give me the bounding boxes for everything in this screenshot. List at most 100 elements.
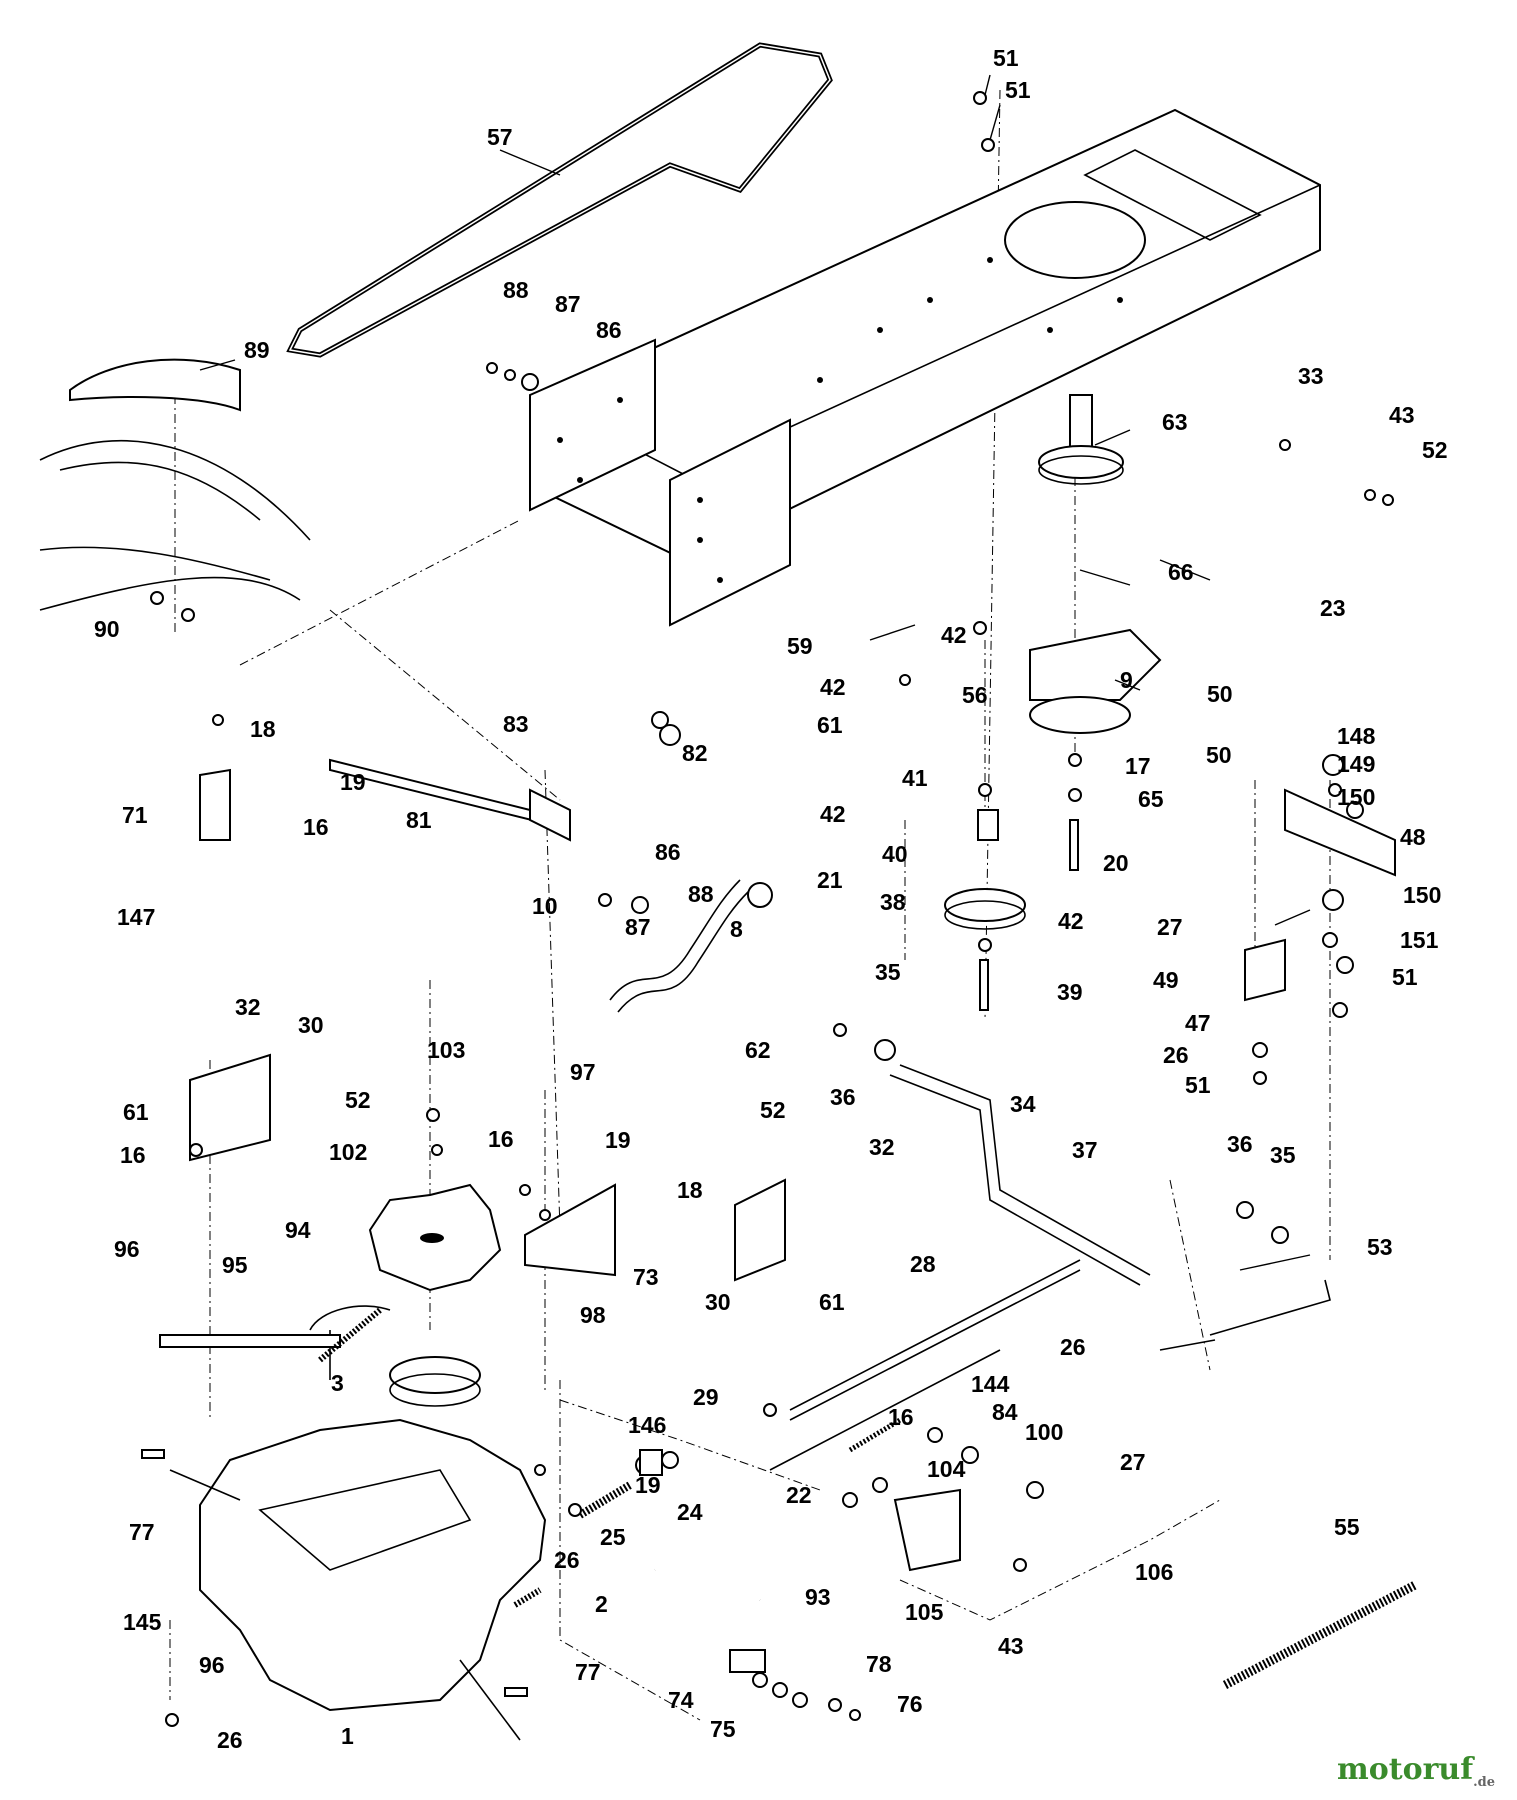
part-label-16: 16 (120, 1142, 146, 1168)
part-label-89: 89 (244, 337, 270, 363)
part-label-97: 97 (570, 1059, 596, 1085)
hardware (141, 91, 1394, 1727)
belt-part-57 (286, 42, 833, 358)
part-label-106: 106 (1135, 1559, 1173, 1585)
part-label-57: 57 (487, 124, 513, 150)
part-label-74: 74 (668, 1687, 694, 1713)
part-label-71: 71 (122, 802, 148, 828)
part-label-32: 32 (235, 994, 261, 1020)
part-label-19: 19 (340, 769, 366, 795)
watermark-logo: motoruf.de (1337, 1752, 1495, 1790)
part-label-50: 50 (1206, 742, 1232, 768)
part-label-147: 147 (117, 904, 155, 930)
part-label-81: 81 (406, 807, 432, 833)
part-label-3: 3 (331, 1370, 344, 1396)
part-label-55: 55 (1334, 1514, 1360, 1540)
part-label-21: 21 (817, 867, 843, 893)
part-label-9: 9 (1120, 667, 1133, 693)
part-label-145: 145 (123, 1609, 162, 1635)
part-label-53: 53 (1367, 1234, 1393, 1260)
part-label-86: 86 (655, 839, 681, 865)
part-label-66: 66 (1168, 559, 1194, 585)
part-label-144: 144 (971, 1371, 1010, 1397)
part-label-38: 38 (880, 889, 906, 915)
part-label-77: 77 (129, 1519, 155, 1545)
part-label-86: 86 (596, 317, 622, 343)
part-label-52: 52 (1422, 437, 1448, 463)
part-label-84: 84 (992, 1399, 1018, 1425)
part-label-23: 23 (1320, 595, 1346, 621)
part-label-75: 75 (710, 1716, 736, 1742)
part-label-41: 41 (902, 765, 928, 791)
part-label-36: 36 (1227, 1131, 1253, 1157)
part-label-26: 26 (554, 1547, 580, 1573)
part-label-51: 51 (1392, 964, 1418, 990)
part-label-104: 104 (927, 1456, 966, 1482)
part-label-26: 26 (1163, 1042, 1189, 1068)
part-label-62: 62 (745, 1037, 771, 1063)
part-label-24: 24 (677, 1499, 703, 1525)
part-label-1: 1 (341, 1723, 354, 1749)
part-label-16: 16 (488, 1126, 514, 1152)
part-label-43: 43 (1389, 402, 1415, 428)
part-label-32: 32 (869, 1134, 895, 1160)
part-label-34: 34 (1010, 1091, 1036, 1117)
part-label-88: 88 (688, 881, 714, 907)
part-label-102: 102 (329, 1139, 367, 1165)
leader-lines (199, 74, 1311, 1351)
part-label-87: 87 (555, 291, 581, 317)
part-label-150: 150 (1403, 882, 1441, 908)
part-label-146: 146 (628, 1412, 666, 1438)
part-label-49: 49 (1153, 967, 1179, 993)
part-label-43: 43 (998, 1633, 1024, 1659)
part-label-63: 63 (1162, 409, 1188, 435)
part-label-47: 47 (1185, 1010, 1211, 1036)
part-label-20: 20 (1103, 850, 1129, 876)
pulley-stack (944, 394, 1162, 1011)
part-label-19: 19 (635, 1472, 661, 1498)
part-label-17: 17 (1125, 753, 1151, 779)
part-label-151: 151 (1400, 927, 1439, 953)
part-label-103: 103 (427, 1037, 465, 1063)
transaxle-assembly (159, 1183, 547, 1741)
part-label-90: 90 (94, 616, 120, 642)
part-label-25: 25 (600, 1524, 626, 1550)
part-label-37: 37 (1072, 1137, 1098, 1163)
part-label-61: 61 (819, 1289, 845, 1315)
part-label-82: 82 (682, 740, 708, 766)
fender-part-89 (39, 358, 311, 622)
part-label-8: 8 (730, 916, 743, 942)
part-label-65: 65 (1138, 786, 1164, 812)
part-label-149: 149 (1337, 751, 1375, 777)
part-label-100: 100 (1025, 1419, 1063, 1445)
part-label-87: 87 (625, 914, 651, 940)
part-label-39: 39 (1057, 979, 1083, 1005)
part-label-96: 96 (114, 1236, 140, 1262)
part-label-93: 93 (805, 1584, 831, 1610)
part-label-26: 26 (1060, 1334, 1086, 1360)
part-label-22: 22 (786, 1482, 812, 1508)
part-label-42: 42 (820, 674, 846, 700)
part-label-52: 52 (760, 1097, 786, 1123)
part-label-150: 150 (1337, 784, 1375, 810)
part-label-26: 26 (217, 1727, 243, 1753)
part-label-88: 88 (503, 277, 529, 303)
part-label-42: 42 (1058, 908, 1084, 934)
part-label-148: 148 (1337, 723, 1376, 749)
part-label-35: 35 (875, 959, 901, 985)
part-label-42: 42 (941, 622, 967, 648)
part-label-78: 78 (866, 1651, 892, 1677)
part-label-61: 61 (817, 712, 843, 738)
part-label-96: 96 (199, 1652, 225, 1678)
part-label-16: 16 (888, 1404, 914, 1430)
part-label-28: 28 (910, 1251, 936, 1277)
part-label-33: 33 (1298, 363, 1324, 389)
part-label-105: 105 (905, 1599, 944, 1625)
springs (513, 1417, 1418, 1689)
part-label-27: 27 (1157, 914, 1183, 940)
rods-and-brackets (189, 758, 1396, 1572)
part-label-30: 30 (705, 1289, 731, 1315)
part-label-36: 36 (830, 1084, 856, 1110)
